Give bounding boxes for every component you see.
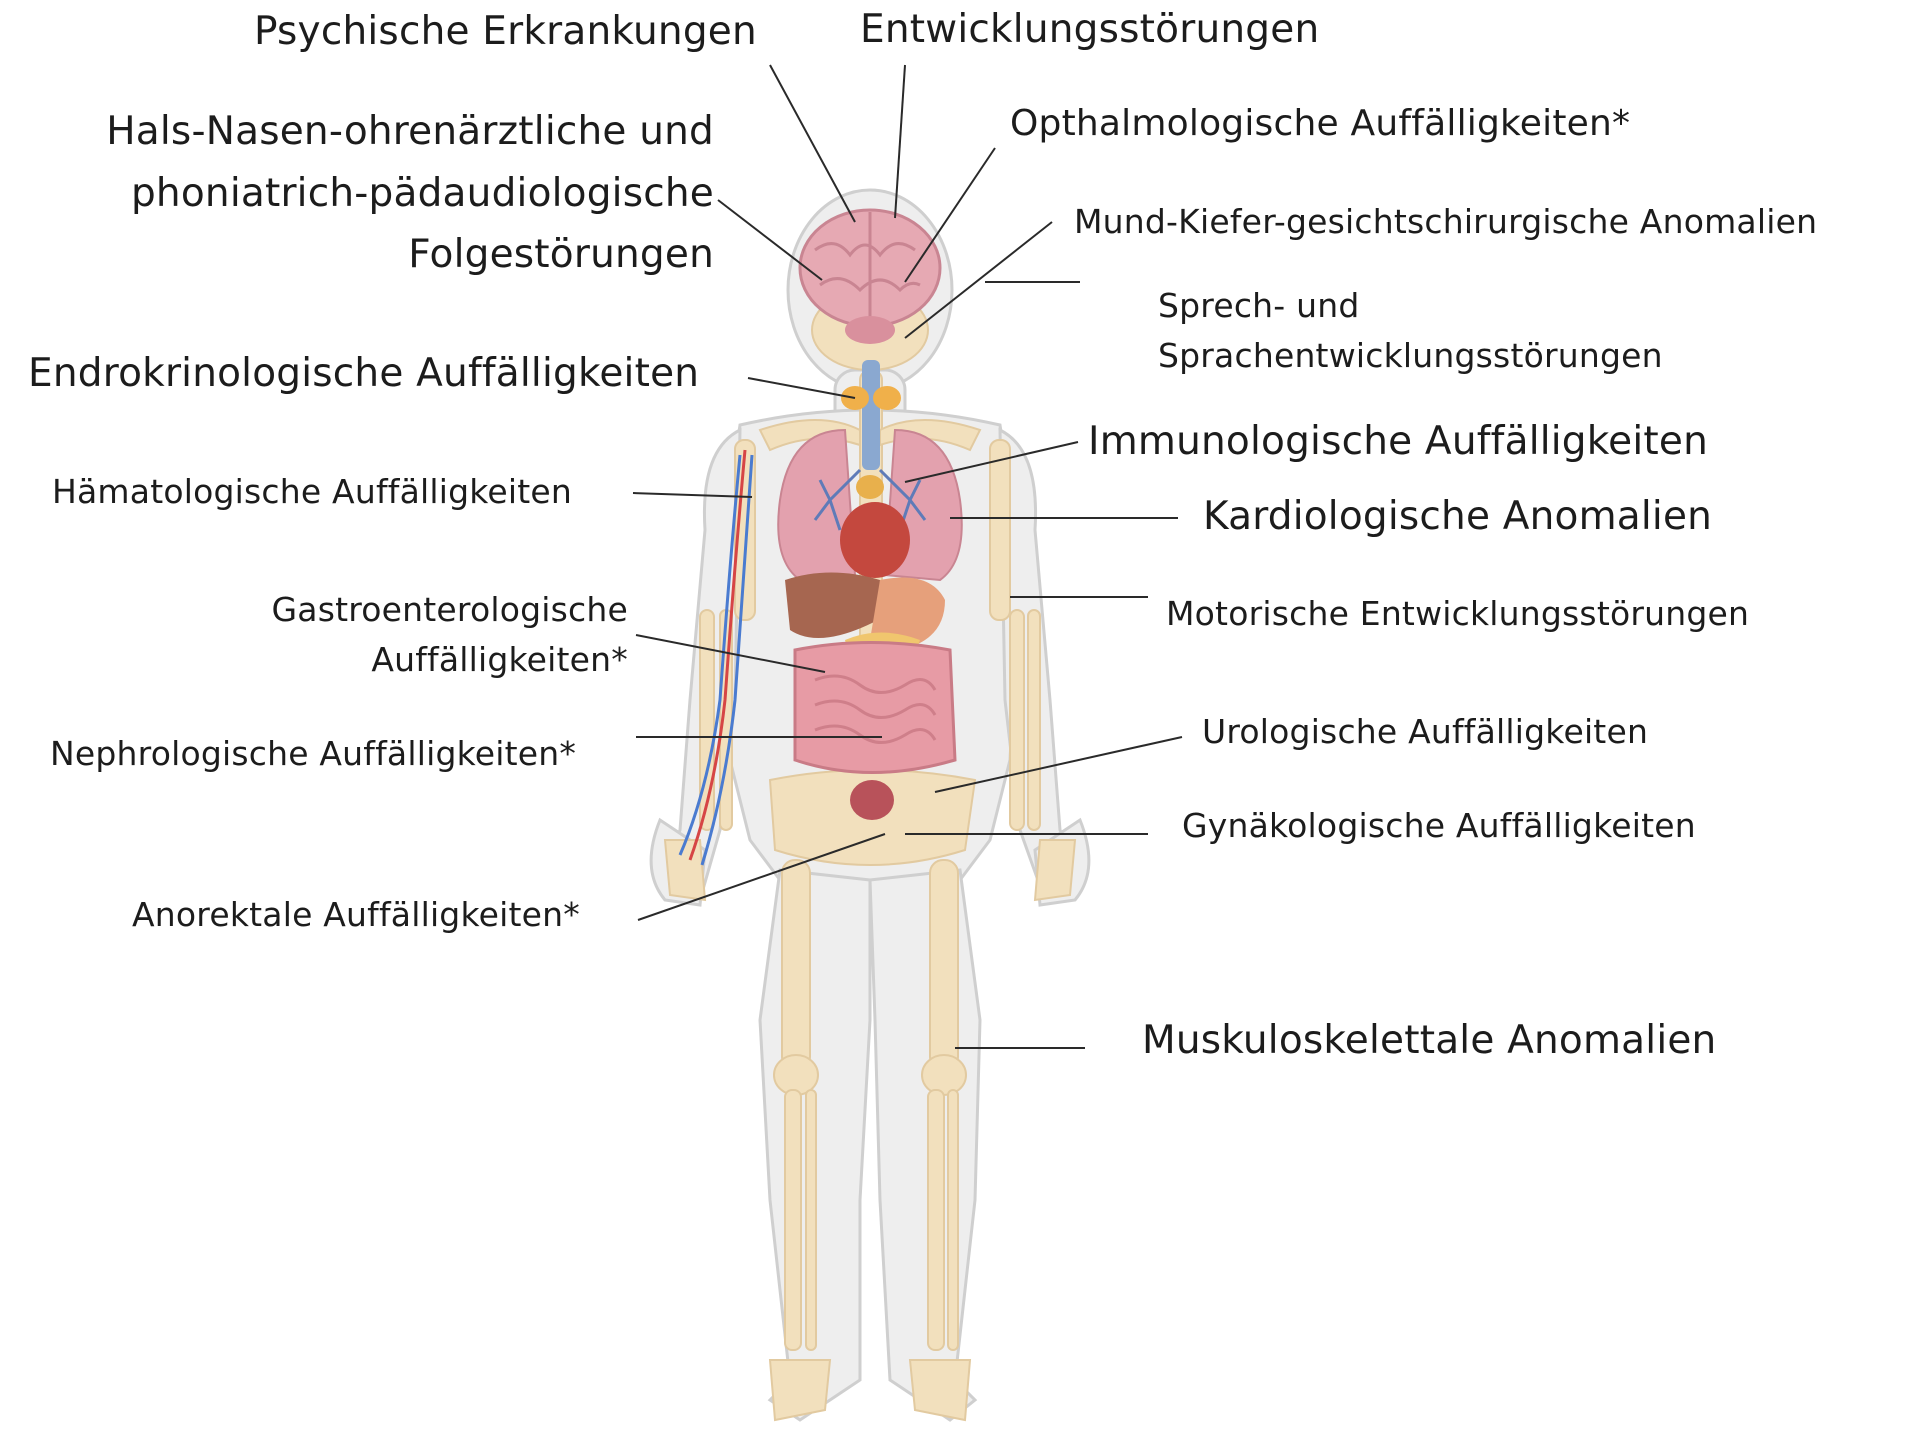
label-muskuloskelettale-anomalien: Muskuloskelettale Anomalien <box>1142 1017 1716 1065</box>
leader-line-immuno <box>905 442 1078 482</box>
label-mund-kiefer-gesicht: Mund-Kiefer-gesichtschirurgische Anomali… <box>1074 202 1817 242</box>
label-sprech-sprachentwicklung: Sprech- und Sprachentwicklungsstörungen <box>1158 286 1663 377</box>
label-sprech-line-1: Sprech- und <box>1158 286 1663 326</box>
label-gynaekologische-auffaelligkeiten: Gynäkologische Auffälligkeiten <box>1182 806 1696 846</box>
label-sprech-line-2: Sprachentwicklungsstörungen <box>1158 336 1663 376</box>
label-gastro-line-1: Gastroenterologische <box>150 590 628 630</box>
leader-line-entwicklung <box>895 65 905 218</box>
label-urologische-auffaelligkeiten: Urologische Auffälligkeiten <box>1202 712 1648 752</box>
label-gastro-line-2: Auffälligkeiten* <box>150 640 628 680</box>
leader-line-gastro <box>636 635 825 672</box>
label-anorektale-auffaelligkeiten: Anorektale Auffälligkeiten* <box>132 895 580 935</box>
label-nephrologische-auffaelligkeiten: Nephrologische Auffälligkeiten* <box>50 734 576 774</box>
label-hals-nasen-ohren: Hals-Nasen-ohrenärztliche und phoniatric… <box>26 108 714 279</box>
label-hno-line-1: Hals-Nasen-ohrenärztliche und <box>26 108 714 156</box>
leader-line-endo <box>748 378 855 398</box>
label-entwicklungsstoerungen: Entwicklungsstörungen <box>860 6 1319 54</box>
label-hno-line-2: phoniatrich-pädaudiologische <box>26 170 714 218</box>
label-opthalmologische-auffaelligkeiten: Opthalmologische Auffälligkeiten* <box>1010 102 1630 146</box>
leader-line-mkg <box>905 222 1052 338</box>
leader-line-psychische <box>770 65 855 222</box>
leader-line-uro <box>935 737 1182 792</box>
leader-line-anorektal <box>638 834 885 920</box>
label-hno-line-3: Folgestörungen <box>26 231 714 279</box>
label-psychische-erkrankungen: Psychische Erkrankungen <box>254 8 757 56</box>
label-motorische-entwicklungsstoerungen: Motorische Entwicklungsstörungen <box>1166 594 1749 634</box>
label-kardiologische-anomalien: Kardiologische Anomalien <box>1203 493 1712 541</box>
label-haematologische-auffaelligkeiten: Hämatologische Auffälligkeiten <box>52 472 572 512</box>
leader-line-opthalmo <box>905 148 995 282</box>
label-gastroenterologische-auffaelligkeiten: Gastroenterologische Auffälligkeiten* <box>150 590 628 681</box>
label-endokrinologische-auffaelligkeiten: Endrokrinologische Auffälligkeiten <box>28 350 699 398</box>
leader-line-haemato <box>633 493 752 497</box>
label-immunologische-auffaelligkeiten: Immunologische Auffälligkeiten <box>1088 418 1708 466</box>
leader-line-hno <box>718 200 822 280</box>
